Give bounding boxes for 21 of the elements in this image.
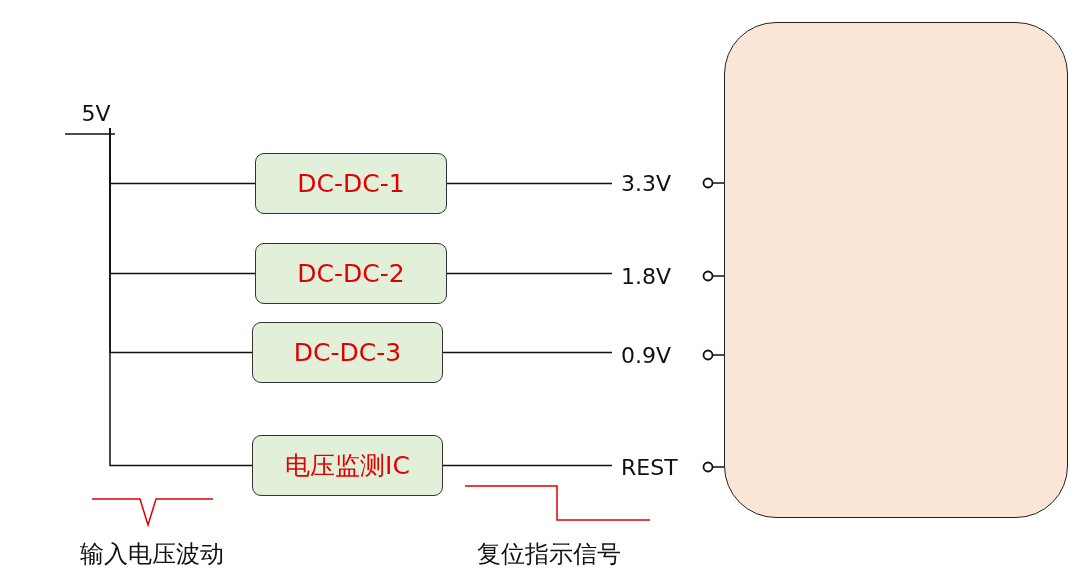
converter-box: 电压监测IC bbox=[252, 435, 443, 496]
wire bbox=[702, 349, 725, 361]
converter-box: DC-DC-2 bbox=[255, 243, 447, 304]
wire bbox=[109, 127, 253, 467]
converter-box: DC-DC-3 bbox=[252, 322, 443, 383]
pin-label: 0.9V bbox=[612, 340, 682, 370]
converter-box: DC-DC-1 bbox=[255, 153, 447, 214]
wire bbox=[446, 182, 613, 185]
wire bbox=[702, 177, 725, 189]
wire bbox=[442, 464, 613, 467]
wire bbox=[702, 461, 725, 473]
chip-box bbox=[724, 22, 1068, 518]
wire bbox=[702, 270, 725, 282]
caption-text: 输入电压波动 bbox=[80, 539, 224, 570]
pin-label: REST bbox=[612, 452, 682, 482]
pin-label: 1.8V bbox=[612, 261, 682, 291]
supply-label: 5V bbox=[76, 98, 116, 128]
wire bbox=[442, 351, 613, 354]
caption-text: 复位指示信号 bbox=[477, 539, 621, 570]
wire bbox=[446, 272, 613, 275]
pin-label: 3.3V bbox=[612, 168, 682, 198]
